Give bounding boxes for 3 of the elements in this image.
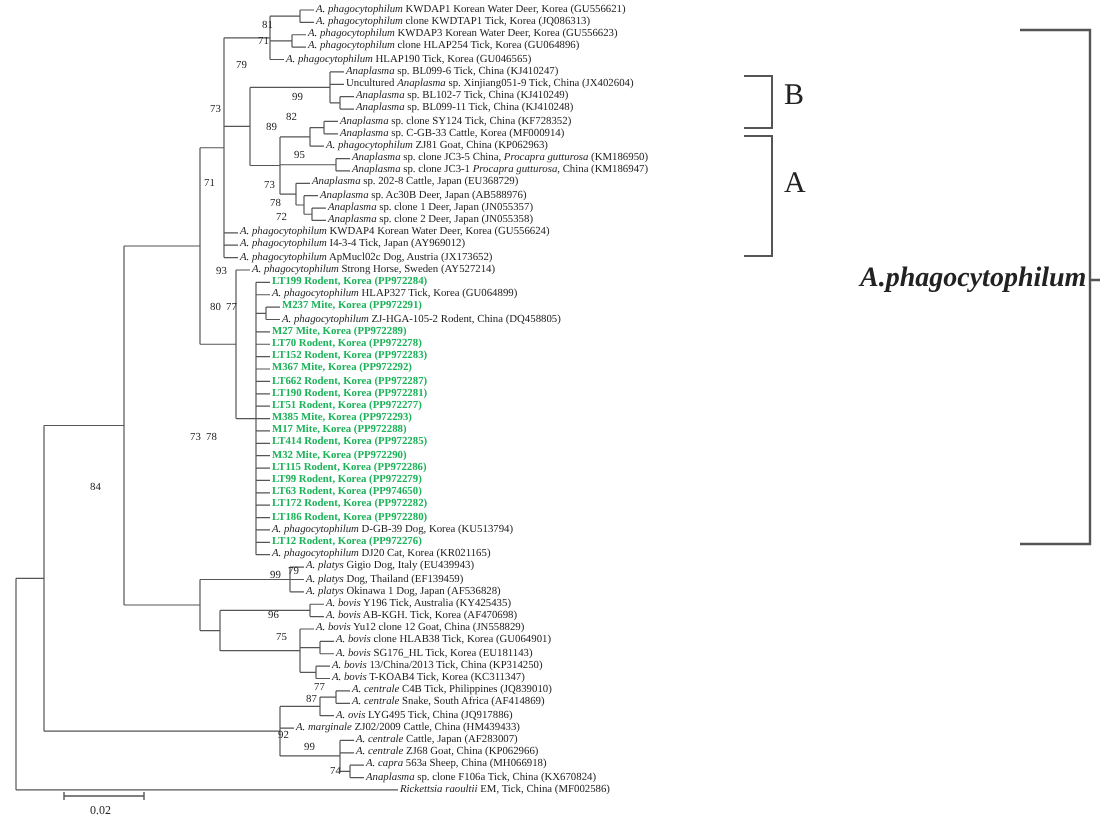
clade-letter: A: [784, 168, 806, 200]
clade-name: A.phagocytophilum: [860, 264, 1087, 296]
clade-letter: B: [784, 80, 805, 112]
